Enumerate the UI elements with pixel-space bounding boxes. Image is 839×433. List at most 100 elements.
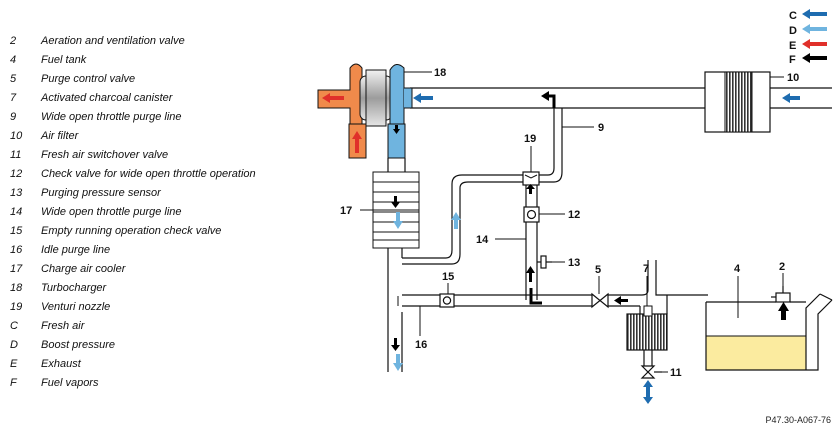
fuel-vapors-arrow-icon	[526, 184, 535, 194]
callout-7: 7	[643, 263, 649, 275]
legend-key: 7	[10, 91, 17, 104]
legend-key: 12	[10, 167, 23, 180]
legend-key: E	[10, 357, 18, 370]
legend-row: 5 Purge control valve	[10, 69, 310, 88]
fuel-vapors-arrow-icon	[529, 288, 542, 305]
exhaust-arrow-icon	[802, 39, 827, 49]
boost-pressure-arrow-icon	[392, 134, 402, 154]
legend-text: Activated charcoal canister	[41, 91, 173, 104]
legend-row: 14 Wide open throttle purge line	[10, 202, 310, 221]
legend-row: E Exhaust	[10, 354, 310, 373]
fresh-air-arrow-icon	[782, 93, 800, 103]
idle-purge-line-16	[402, 260, 708, 307]
callout-18: 18	[434, 67, 446, 79]
legend-key: 10	[10, 129, 23, 142]
legend-key: 4	[10, 53, 17, 66]
legend-row: 12 Check valve for wide open throttle ope…	[10, 164, 310, 183]
legend-key: C	[10, 319, 18, 332]
callout-leaders	[360, 71, 784, 373]
legend-key: 5	[10, 72, 17, 85]
callout-17: 17	[340, 205, 352, 217]
callout-labels: 18 10 9 19 12 14 13 5 15 17 16 7 4 2 11	[340, 67, 799, 379]
boost-pipe	[387, 158, 406, 172]
legend-key: 14	[10, 205, 23, 218]
boost-pipe	[387, 248, 403, 372]
boost-pressure-arrow-icon	[393, 354, 403, 371]
wot-purge-line-14	[525, 185, 538, 300]
fresh-air-arrow-icon	[413, 93, 433, 103]
legend-key: 18	[10, 281, 23, 294]
callout-13: 13	[568, 257, 580, 269]
legend-key: F	[10, 376, 17, 389]
legend-row: 4 Fuel tank	[10, 50, 310, 69]
fuel-vapors-arrow-icon	[391, 196, 400, 208]
flow-key-letter: E	[789, 40, 796, 52]
legend-key: D	[10, 338, 18, 351]
fuel-vapors-arrow-icon	[802, 53, 827, 63]
callout-11: 11	[670, 367, 682, 379]
aeration-valve-2	[771, 286, 791, 303]
legend-text: Fresh air	[41, 319, 85, 332]
pressure-sensor-13	[537, 255, 552, 269]
legend-row: 15 Empty running operation check valve	[10, 221, 310, 240]
flow-key-letter: C	[789, 10, 797, 22]
callout-15: 15	[442, 271, 454, 283]
flow-key-letter: D	[789, 25, 797, 37]
legend-key: 15	[10, 224, 23, 237]
legend-key: 13	[10, 186, 23, 199]
fuel-vapors-arrow-icon	[541, 91, 556, 108]
callout-14: 14	[476, 234, 489, 246]
switchover-valve-11	[640, 365, 662, 379]
legend-text: Aeration and ventilation valve	[41, 34, 185, 47]
legend-text: Check valve for wide open throttle opera…	[41, 167, 256, 180]
purge-control-valve-5	[591, 292, 609, 309]
legend-text: Wide open throttle purge line	[41, 205, 182, 218]
legend-key: 17	[10, 262, 23, 275]
legend-row: 7 Activated charcoal canister	[10, 88, 310, 107]
turbocharger	[317, 63, 413, 159]
charcoal-canister-7	[626, 305, 668, 351]
callout-9: 9	[598, 122, 604, 134]
callout-4: 4	[734, 263, 741, 275]
fuel-vapors-arrow-icon	[393, 125, 400, 134]
canister-connection	[639, 295, 668, 366]
venturi-nozzle	[522, 171, 540, 186]
legend-text: Air filter	[41, 129, 79, 142]
fresh-air-arrow-icon	[643, 380, 653, 404]
flow-key-letter: F	[789, 54, 796, 66]
callout-5: 5	[595, 264, 601, 276]
intake-duct	[410, 87, 832, 109]
callout-16: 16	[415, 339, 427, 351]
legend-text: Exhaust	[41, 357, 81, 370]
legend-key: 19	[10, 300, 23, 313]
check-valve-12	[523, 206, 540, 223]
legend-text: Fuel tank	[41, 53, 87, 66]
wot-purge-line-9	[539, 108, 563, 183]
boost-bypass-pipe	[402, 174, 524, 265]
legend-text: Purge control valve	[41, 72, 136, 85]
figure-id: P47.30-A067-76	[765, 415, 831, 425]
legend-text: Charge air cooler	[41, 262, 126, 275]
callout-12: 12	[568, 209, 580, 221]
callout-2: 2	[779, 261, 785, 273]
callout-19: 19	[524, 133, 536, 145]
callout-10: 10	[787, 72, 799, 84]
legend-text: Empty running operation check valve	[41, 224, 222, 237]
legend-row: C Fresh air	[10, 316, 310, 335]
fuel-vapors-arrow-icon	[778, 302, 789, 320]
boost-pressure-arrow-icon	[393, 212, 403, 229]
legend-key: 16	[10, 243, 23, 256]
flow-key: C D E F	[789, 9, 827, 66]
exhaust-arrow-icon	[352, 131, 362, 153]
